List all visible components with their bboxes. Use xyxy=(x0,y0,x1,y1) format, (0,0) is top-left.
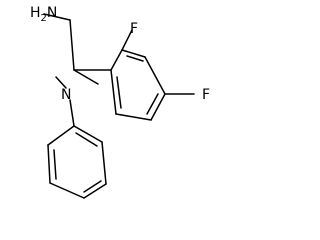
bond-n-methyl xyxy=(55,76,67,89)
ring-a-double-3 xyxy=(116,76,122,109)
bond-amine-ch2 xyxy=(43,13,71,21)
ring-b-bond-4 xyxy=(83,183,107,199)
ring-a-bond-5 xyxy=(115,113,152,121)
ring-a-bond-1 xyxy=(110,49,123,71)
fluorine-para-label: F xyxy=(202,87,210,103)
structure-canvas: H2N N F F xyxy=(30,5,210,199)
bond-n-phenyl xyxy=(69,99,75,127)
chemical-structure: H2N N F F xyxy=(30,5,210,199)
ring-b-double-1 xyxy=(53,149,57,180)
nitrogen-label: N xyxy=(61,87,71,103)
ring-b-bond-5 xyxy=(101,141,107,185)
ring-b-bond-6 xyxy=(73,125,103,143)
ring-a-bond-4 xyxy=(150,93,166,121)
bond-ch-n xyxy=(73,69,99,85)
ring-b-double-3 xyxy=(75,132,98,147)
amine-n: N xyxy=(47,5,57,21)
ring-b-double-2 xyxy=(83,180,102,193)
fluorine-ortho-label: F xyxy=(130,21,138,37)
amine-subscript: 2 xyxy=(41,13,47,24)
amine-label: H2N xyxy=(30,5,57,24)
ring-b-bond-3 xyxy=(49,182,85,199)
ring-a-bond-3 xyxy=(144,56,166,95)
ring-b-bond-1 xyxy=(47,125,75,146)
ring-a-double-2 xyxy=(146,93,159,115)
bond-ch2-ch xyxy=(69,19,75,71)
bond-ring-f-ortho xyxy=(121,29,133,51)
ring-a-double-1 xyxy=(126,55,144,62)
ring-b-bond-2 xyxy=(47,144,51,184)
ring-a-bond-6 xyxy=(110,69,117,115)
ring-a-bond-2 xyxy=(121,49,146,58)
amine-h: H xyxy=(30,5,41,21)
